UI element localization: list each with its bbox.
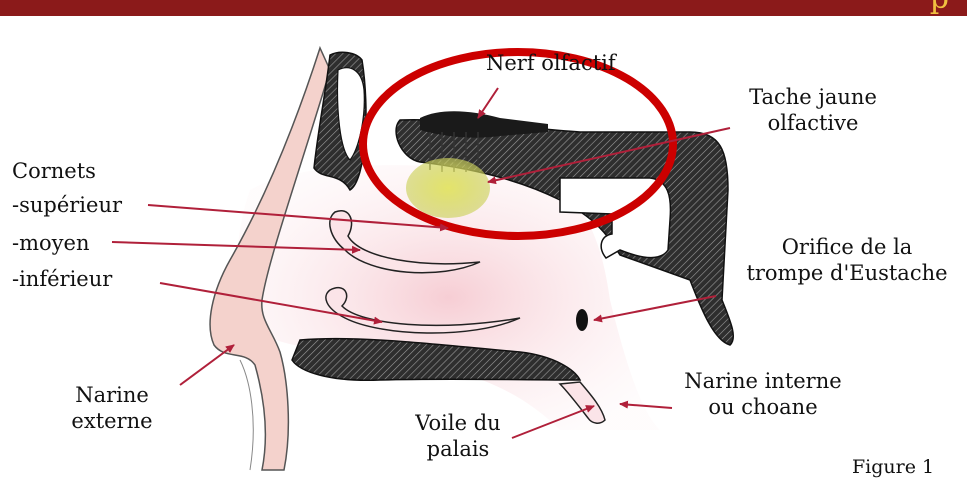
label-cornets: Cornets	[12, 158, 96, 184]
yellow-olfactory-spot	[406, 158, 490, 218]
arrow-orifice	[594, 296, 716, 320]
label-orifice: Orifice de la trompe d'Eustache	[730, 234, 964, 286]
label-voile-line1: Voile du	[398, 410, 518, 436]
eustachian-orifice	[576, 309, 588, 331]
arrow-nerf	[478, 88, 498, 118]
label-tache-jaune: Tache jaune olfactive	[728, 84, 898, 136]
label-narine-ext-line2: externe	[52, 408, 172, 434]
label-tache-line1: Tache jaune	[728, 84, 898, 110]
label-superieur: -supérieur	[12, 192, 122, 218]
upper-lip	[240, 360, 253, 470]
label-orifice-line1: Orifice de la	[730, 234, 964, 260]
label-narine-int-line2: ou choane	[672, 394, 854, 420]
label-orifice-line2: trompe d'Eustache	[730, 260, 964, 286]
label-narine-int-line1: Narine interne	[672, 368, 854, 394]
label-narine-externe: Narine externe	[52, 382, 172, 434]
figure-caption: Figure 1	[852, 454, 934, 480]
label-inferieur: -inférieur	[12, 266, 112, 292]
label-nerf-olfactif: Nerf olfactif	[486, 50, 616, 76]
label-tache-line2: olfactive	[728, 110, 898, 136]
label-moyen: -moyen	[12, 230, 89, 256]
label-narine-interne: Narine interne ou choane	[672, 368, 854, 420]
label-voile-palais: Voile du palais	[398, 410, 518, 462]
arrow-narine-ext	[180, 345, 234, 385]
label-voile-line2: palais	[398, 436, 518, 462]
label-narine-ext-line1: Narine	[52, 382, 172, 408]
